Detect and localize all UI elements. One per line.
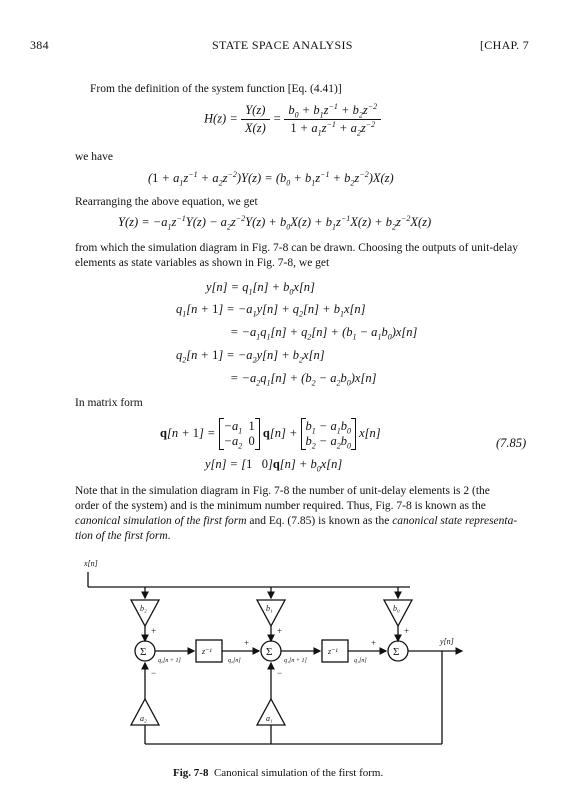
signal-q2-next: q₂[n + 1] (158, 658, 181, 664)
term-canonical-state-end: tion of the first form (75, 530, 168, 542)
equation-number: (7.85) (496, 436, 527, 450)
input-label: x[n] (83, 559, 98, 568)
gain-b0-label: b₀ (393, 604, 400, 613)
caption-label: Fig. 7-8 (173, 767, 209, 779)
equation-q1-next: q1[n + 1] = −a1y[n] + q2[n] + b1x[n] (176, 302, 366, 319)
note-line4: tion of the first form. (75, 529, 171, 544)
gain-b2-triangle (129, 599, 161, 628)
plus-b2: + (151, 626, 156, 636)
note-line2: order of the system) and is the minimum … (75, 500, 486, 512)
gain-b0-triangle (382, 599, 414, 628)
output-label: y[n] (439, 637, 454, 646)
delay-2-label: z⁻¹ (327, 647, 338, 656)
gain-a1-triangle (255, 697, 287, 726)
note-line4-period: . (167, 530, 171, 542)
summer-3-symbol: Σ (393, 646, 399, 658)
equation-q2-next-expanded: = −a2q1[n] + (b2 − a2b0)x[n] (230, 371, 377, 388)
note-line3: canonical simulation of the first form a… (75, 514, 517, 529)
matrix-form-text: In matrix form (75, 397, 143, 409)
equation-output-matrix: y[n] = [1 0]q[n] + b0x[n] (205, 457, 343, 474)
signal-q2: q₂[n] (228, 658, 241, 664)
note-line1: Note that in the simulation diagram in F… (75, 485, 490, 497)
plus-b0: + (404, 626, 409, 636)
caption-text: Canonical simulation of the first form. (213, 767, 384, 779)
gain-b1-label: b₁ (266, 604, 273, 613)
signal-q1: q₁[n] (354, 658, 367, 664)
chapter-label: [CHAP. 7 (480, 38, 530, 52)
simulation-text-line1: from which the simulation diagram in Fig… (75, 242, 518, 254)
intro-text: From the definition of the system functi… (90, 83, 342, 95)
we-have-text: we have (75, 151, 113, 163)
minus-a1: − (277, 668, 282, 678)
equation-q2-next: q2[n + 1] = −a2y[n] + b2x[n] (176, 348, 325, 365)
signal-q1-next: q₁[n + 1] (284, 658, 307, 664)
equation-cross-multiplied: (1 + a1z−1 + a2z−2)Y(z) = (b0 + b1z−1 + … (148, 169, 394, 188)
simulation-text-line2: elements as state variables as shown in … (75, 257, 330, 269)
figure-caption: Fig. 7-8 Canonical simulation of the fir… (173, 767, 383, 779)
plus-delay1: + (244, 638, 249, 648)
equation-rearranged: Y(z) = −a1z−1Y(z) − a2z−2Y(z) + b0X(z) +… (118, 213, 432, 232)
simulation-diagram: x[n] y[n] b₂ b₁ b₀ a₂ a₁ Σ Σ Σ z⁻¹ z⁻¹ +… (83, 559, 464, 745)
note-line3-middle: and Eq. (7.85) is known as the (246, 515, 393, 527)
term-canonical-simulation: canonical simulation of the first form (75, 515, 247, 527)
equation-output: y[n] = q1[n] + b0x[n] (206, 280, 315, 297)
plus-delay2: + (371, 638, 376, 648)
gain-b2-label: b₂ (140, 604, 147, 613)
rearranging-text: Rearranging the above equation, we get (75, 196, 258, 208)
plus-b1: + (277, 626, 282, 636)
summer-1-symbol: Σ (140, 646, 146, 658)
gain-b1-triangle (255, 599, 287, 628)
equation-q1-next-expanded: = −a1q1[n] + q2[n] + (b1 − a1b0)x[n] (230, 325, 418, 342)
summer-2-symbol: Σ (266, 646, 272, 658)
gain-a2-label: a₂ (140, 714, 147, 723)
gain-a1-label: a₁ (266, 714, 273, 723)
delay-1-label: z⁻¹ (201, 647, 212, 656)
minus-a2: − (151, 668, 156, 678)
running-title: STATE SPACE ANALYSIS (212, 38, 353, 52)
gain-a2-triangle (129, 697, 161, 726)
term-canonical-state: canonical state representa- (392, 515, 518, 527)
page-number: 384 (30, 38, 49, 52)
